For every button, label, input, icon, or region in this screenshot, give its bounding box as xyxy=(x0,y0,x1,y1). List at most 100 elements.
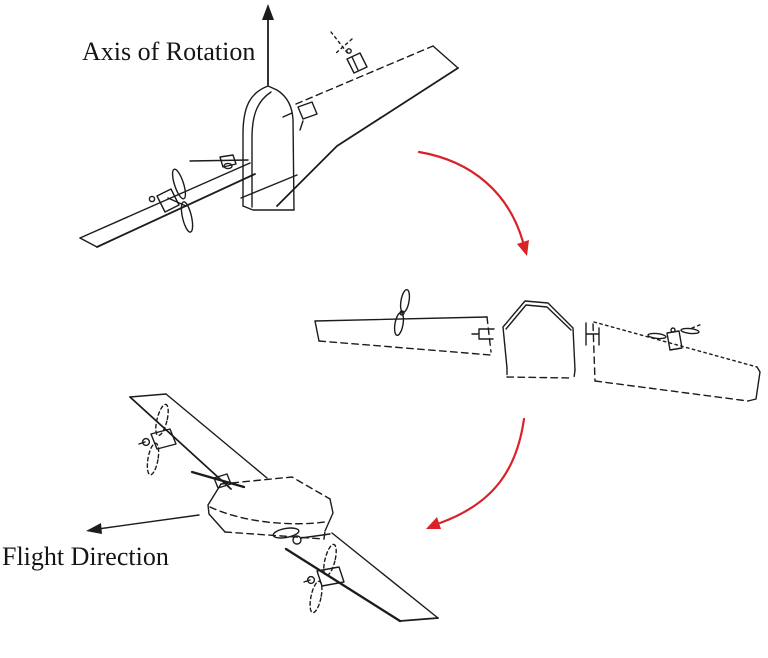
prop-shaft xyxy=(167,197,187,207)
body-front-edges xyxy=(207,483,226,533)
fuselage-fin-flat xyxy=(502,300,600,379)
left-wing xyxy=(314,316,495,356)
right-wing-trailing-edge xyxy=(284,547,402,623)
motor-box xyxy=(156,188,180,213)
right-wing xyxy=(284,532,439,623)
propeller-blade-icon xyxy=(309,580,323,614)
fin-outline xyxy=(242,85,295,211)
body-far-edges xyxy=(220,476,331,500)
body-outline xyxy=(502,300,576,371)
right-wing xyxy=(276,45,459,207)
right-wing-leading-edge xyxy=(331,532,439,619)
aircraft-transition-configuration xyxy=(314,288,761,402)
right-wing-root-chord xyxy=(592,323,596,382)
body-bottom-edge xyxy=(506,367,576,379)
wing-root-bar xyxy=(190,470,246,489)
curved-arrow-icon xyxy=(417,150,525,244)
left-wing-propeller xyxy=(148,168,194,233)
propeller-blade-icon xyxy=(330,31,350,56)
left-wing-trailing-edge xyxy=(318,340,492,356)
flight-arrow-shaft xyxy=(97,514,200,530)
propeller-blade-icon xyxy=(146,442,160,476)
aircraft-plane-configuration xyxy=(129,393,439,623)
right-wing-leading-edge xyxy=(593,321,758,368)
arrow-head-icon xyxy=(426,517,441,529)
hinge-bracket xyxy=(297,101,318,120)
propeller-blade-icon xyxy=(647,332,667,340)
propeller-blade-icon xyxy=(335,38,353,54)
right-wing-trailing-edge xyxy=(276,67,459,207)
spinner xyxy=(148,195,156,203)
curved-arrow-icon xyxy=(438,417,526,525)
fin-thickness-line xyxy=(251,91,272,208)
fin-face-edge xyxy=(240,174,298,199)
hinge-pin xyxy=(223,162,233,170)
left-wing-trailing-edge xyxy=(96,173,256,248)
hinge-bracket xyxy=(219,154,237,168)
right-wing-propeller xyxy=(647,323,703,351)
spinner xyxy=(306,575,316,585)
axis-of-rotation-label: Axis of Rotation xyxy=(82,37,256,66)
fin-bottom-edge xyxy=(242,205,295,211)
body-surface-line xyxy=(209,506,326,525)
flight-arrow-head-icon xyxy=(86,523,102,534)
prop-hub xyxy=(346,48,352,54)
transition-arrow-bottom xyxy=(426,417,526,529)
left-wing-trailing-edge xyxy=(165,393,268,479)
prop-shaft xyxy=(300,533,331,539)
prop-hub xyxy=(399,310,405,316)
prop-hub xyxy=(292,535,302,545)
propeller-blade-icon xyxy=(155,403,169,437)
left-wing xyxy=(79,154,256,248)
right-wing xyxy=(592,321,761,402)
motor-box xyxy=(346,52,368,74)
wing-hinge-rod xyxy=(189,159,249,162)
propeller-blade-icon xyxy=(171,168,187,200)
right-wing-propeller xyxy=(303,543,345,614)
left-wing-leading-edge xyxy=(314,316,488,322)
propeller-blade-icon xyxy=(399,288,411,314)
axis-arrow-head-icon xyxy=(262,4,274,20)
left-wing-propeller xyxy=(138,403,177,476)
motor-box xyxy=(316,566,345,587)
prop-detail xyxy=(691,323,703,329)
propeller-blade-icon xyxy=(393,311,405,337)
wing-connector-bracket xyxy=(471,328,495,340)
right-wing-leading-edge xyxy=(295,45,434,105)
right-wing-tip xyxy=(747,366,761,402)
propeller-blade-icon xyxy=(323,543,337,577)
left-wing-tip xyxy=(79,237,98,248)
folded-propeller-icon xyxy=(272,527,300,539)
left-wing-leading-edge xyxy=(129,396,232,490)
body-right-edges xyxy=(324,498,334,532)
prop-detail xyxy=(138,441,146,445)
prop-hub xyxy=(670,327,676,333)
hinge-ticks xyxy=(282,112,304,131)
motor-box xyxy=(666,330,683,351)
wing-connector-bracket xyxy=(585,322,600,346)
aircraft-hover-configuration xyxy=(79,31,459,248)
hinge-bracket xyxy=(213,473,232,489)
left-wing-tip xyxy=(129,393,167,398)
propeller-blade-icon xyxy=(680,327,700,335)
right-wing-trailing-edge xyxy=(594,380,749,402)
prop-detail xyxy=(303,579,311,583)
right-wing-tip xyxy=(432,45,459,69)
propeller-blade-icon xyxy=(180,201,194,233)
left-wing-tip xyxy=(314,320,320,342)
flight-direction-arrow xyxy=(86,514,200,534)
motor-box xyxy=(150,428,177,450)
right-wing-propeller xyxy=(330,31,368,74)
flight-direction-label: Flight Direction xyxy=(2,542,169,571)
arrow-head-icon xyxy=(517,240,529,256)
fuselage-body xyxy=(207,476,334,545)
motor-detail xyxy=(351,56,359,71)
left-wing-root-chord xyxy=(486,316,492,353)
left-wing-leading-edge xyxy=(79,162,251,239)
left-wing xyxy=(129,393,268,490)
right-wing-tip xyxy=(399,617,439,622)
body-thickness-line xyxy=(505,304,572,331)
axis-of-rotation-arrow xyxy=(262,4,274,86)
